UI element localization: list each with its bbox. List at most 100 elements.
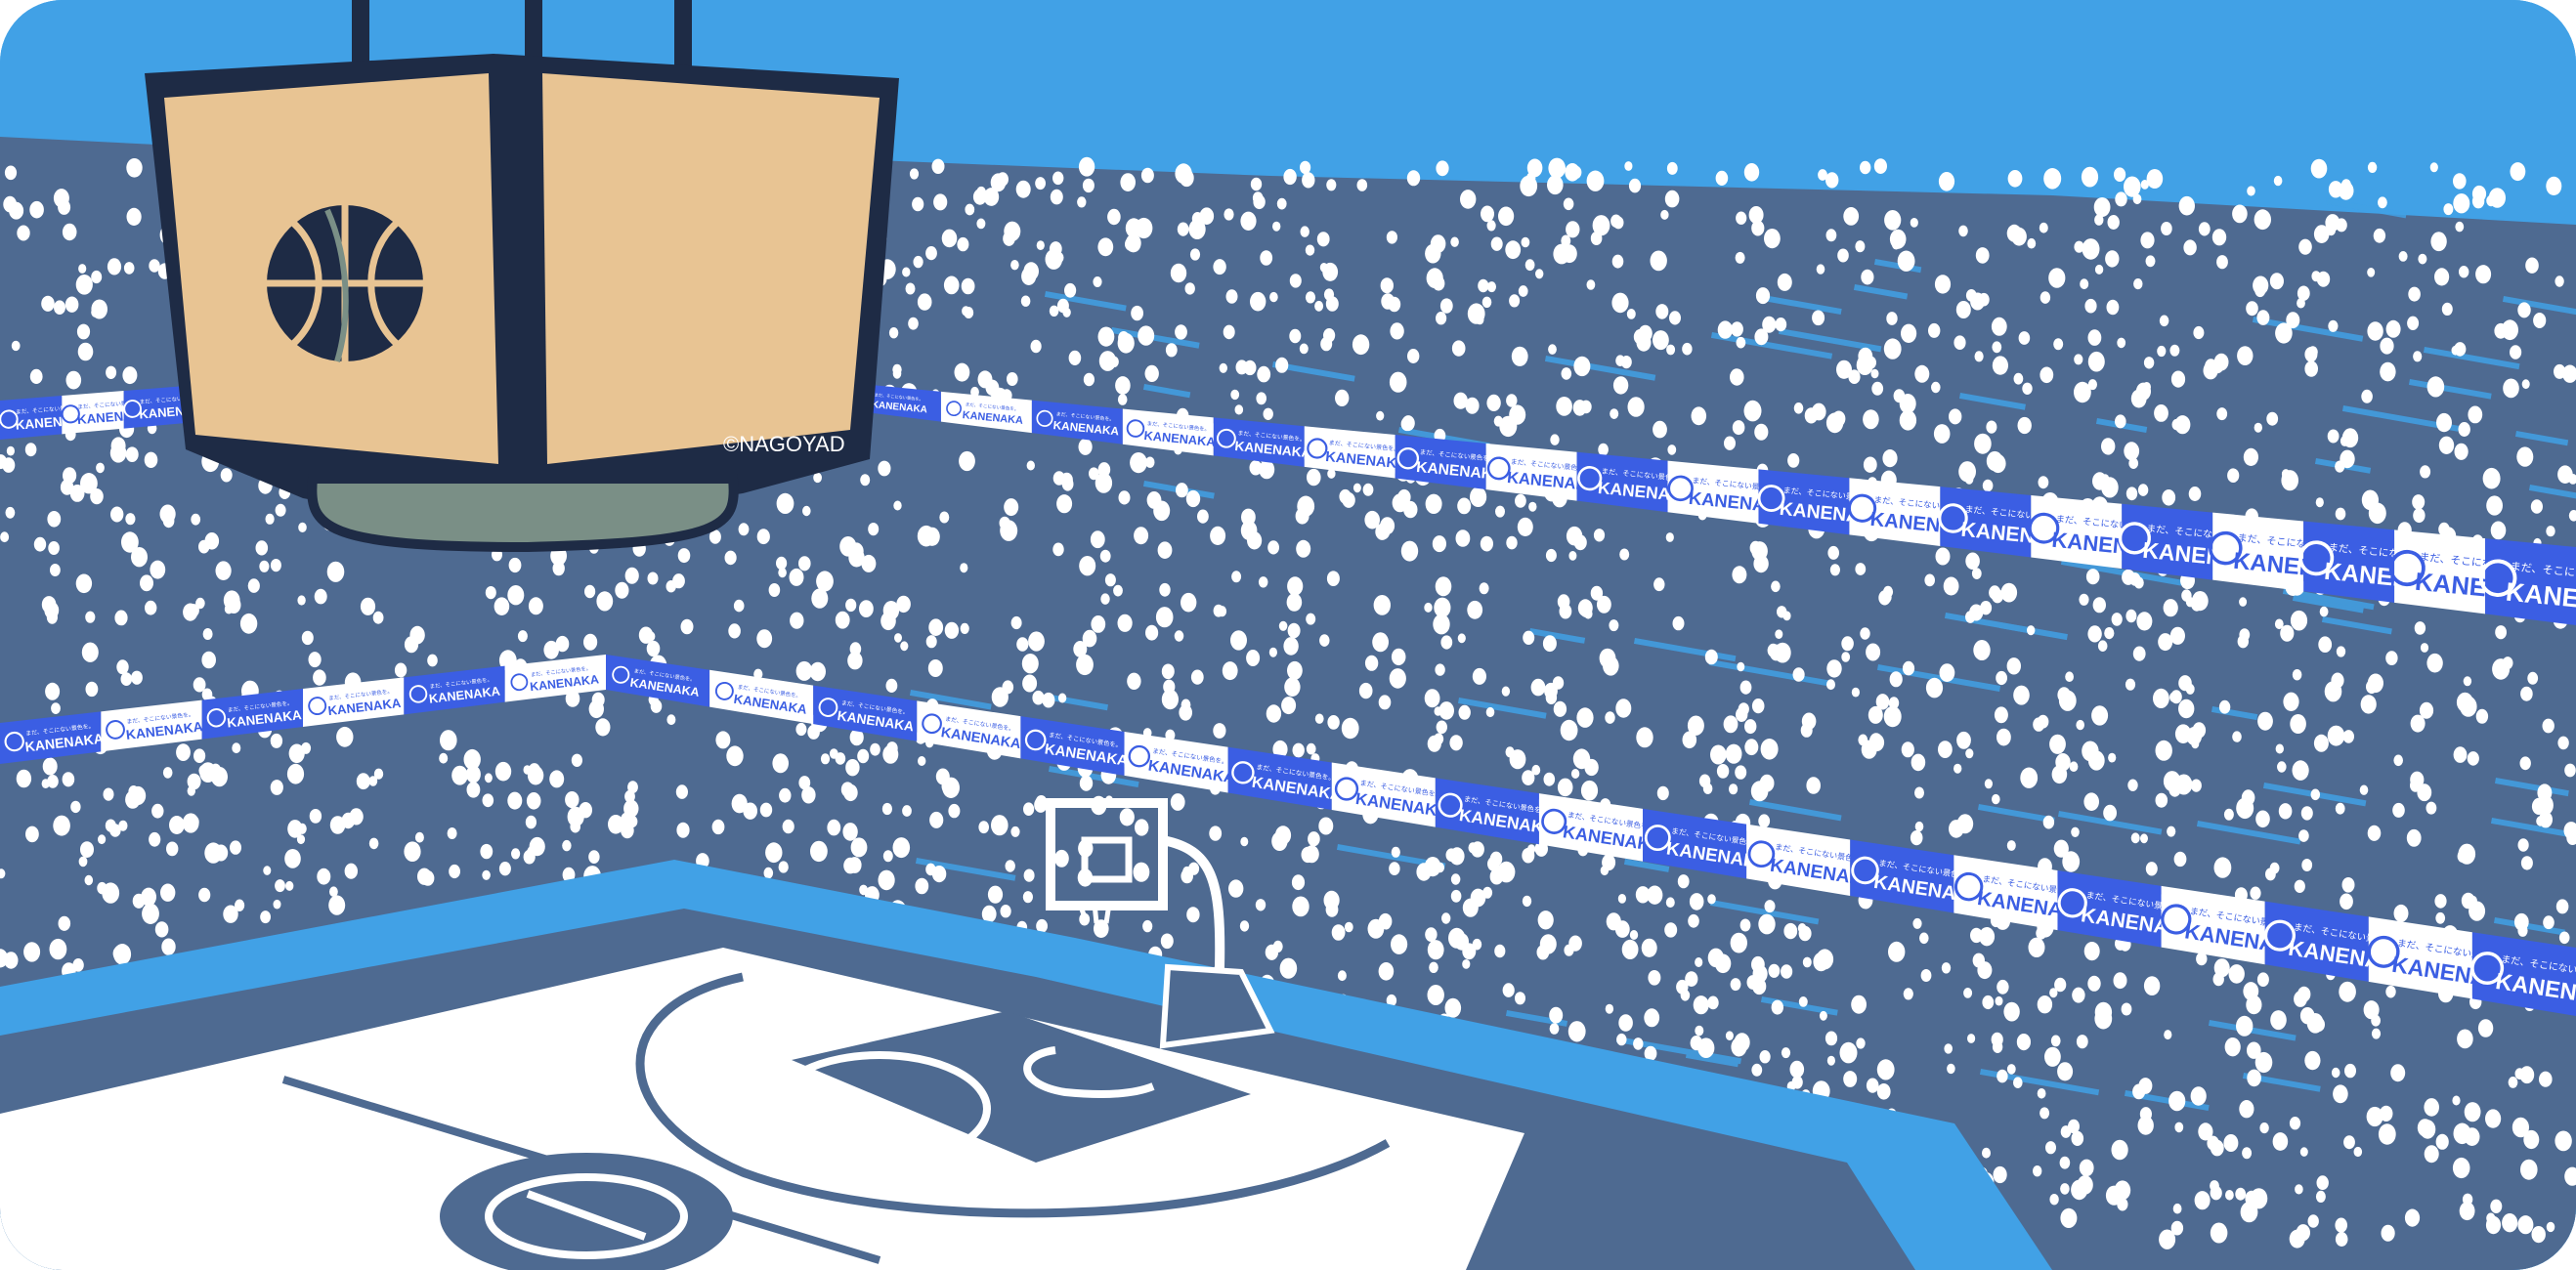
crowd-dot: [404, 841, 421, 862]
crowd-dot: [2239, 597, 2248, 607]
ring-logo-icon: [106, 720, 125, 740]
crowd-dot: [1986, 420, 1997, 434]
crowd-dot: [2084, 298, 2097, 314]
crowd-dot: [1934, 275, 1952, 294]
crowd-dot: [2237, 346, 2254, 365]
crowd-dot: [2385, 319, 2401, 338]
crowd-dot: [1949, 820, 1964, 838]
crowd-dot: [114, 610, 128, 626]
crowd-dot: [1138, 325, 1155, 346]
crowd-dot: [1996, 979, 2009, 995]
crowd-dot: [2192, 722, 2207, 739]
crowd-dot: [2419, 701, 2434, 719]
crowd-dot: [270, 733, 283, 748]
crowd-dot: [1246, 650, 1261, 666]
crowd-dot: [1125, 233, 1141, 253]
crowd-dot: [1969, 604, 1984, 621]
crowd-dot: [2373, 228, 2386, 243]
crowd-dot: [195, 597, 205, 610]
ring-logo-icon: [510, 673, 529, 692]
aisle-stripe: [2528, 485, 2576, 510]
crowd-dot: [2454, 342, 2467, 357]
crowd-dot: [2039, 222, 2048, 233]
crowd-dot: [98, 834, 107, 845]
crowd-dot: [176, 743, 191, 761]
crowd-dot: [2485, 1109, 2502, 1128]
crowd-dot: [1914, 364, 1930, 383]
crowd-dot: [1301, 846, 1315, 864]
crowd-dot: [1034, 796, 1048, 813]
crowd-dot: [1323, 890, 1340, 910]
crowd-dot: [2105, 250, 2120, 268]
crowd-dot: [931, 158, 945, 174]
crowd-dot: [2410, 714, 2426, 733]
crowd-dot: [827, 819, 841, 836]
crowd-dot: [902, 267, 911, 277]
ring-logo-icon: [1126, 419, 1145, 438]
crowd-dot: [1107, 208, 1121, 226]
crowd-dot: [1653, 577, 1665, 592]
crowd-dot: [2087, 379, 2097, 391]
crowd-dot: [2310, 788, 2321, 801]
crowd-dot: [2132, 646, 2146, 661]
crowd-dot: [1521, 236, 1530, 248]
crowd-dot: [140, 574, 153, 592]
crowd-dot: [2381, 1224, 2395, 1242]
crowd-dot: [2211, 359, 2224, 374]
three-point-arc: [635, 972, 1391, 1218]
crowd-dot: [232, 742, 241, 754]
crowd-dot: [1576, 707, 1594, 728]
crowd-dot: [2059, 1156, 2071, 1169]
crowd-dot: [1219, 362, 1228, 373]
crowd-dot: [1438, 701, 1454, 720]
crowd-dot: [1965, 748, 1974, 759]
crowd-dot: [1078, 156, 1095, 177]
crowd-dot: [1664, 922, 1678, 938]
crowd-dot: [2080, 278, 2089, 290]
crowd-dot: [2133, 278, 2143, 290]
crowd-dot: [309, 809, 322, 824]
crowd-dot: [1319, 634, 1330, 647]
crowd-dot: [881, 802, 893, 816]
crowd-dot: [1094, 919, 1109, 938]
crowd-dot: [2339, 981, 2356, 1002]
crowd-dot: [2531, 1226, 2546, 1244]
crowd-dot: [427, 654, 438, 667]
crowd-dot: [2239, 1100, 2254, 1119]
crowd-dot: [1744, 739, 1759, 756]
crowd-dot: [230, 840, 241, 855]
crowd-dot: [809, 661, 826, 682]
crowd-dot: [2124, 442, 2140, 461]
crowd-dot: [1517, 517, 1533, 537]
crowd-dot: [1537, 910, 1554, 930]
crowd-dot: [1076, 654, 1094, 676]
crowd-dot: [2057, 1062, 2074, 1081]
crowd-dot: [1548, 157, 1566, 179]
crowd-dot: [51, 702, 61, 714]
crowd-dot: [2297, 297, 2305, 309]
crowd-dot: [1731, 321, 1743, 337]
crowd-dot: [2304, 1050, 2321, 1071]
crowd-dot: [275, 503, 286, 517]
crowd-dot: [1175, 324, 1187, 340]
crowd-dot: [2033, 717, 2045, 732]
crowd-dot: [1439, 298, 1453, 314]
crowd-dot: [728, 623, 741, 639]
crowd-dot: [943, 275, 960, 295]
crowd-dot: [1592, 215, 1610, 236]
crowd-dot: [1022, 674, 1038, 693]
crowd-dot: [1677, 874, 1690, 889]
free-throw-circle: [768, 1051, 991, 1166]
crowd-dot: [1563, 197, 1574, 211]
crowd-dot: [1633, 328, 1647, 345]
crowd-dot: [2562, 364, 2576, 383]
crowd-dot: [1914, 786, 1924, 799]
crowd-dot: [2037, 995, 2053, 1014]
crowd-dot: [2121, 1002, 2132, 1016]
crowd-dot: [439, 752, 449, 764]
crowd-dot: [1389, 371, 1407, 393]
crowd-dot: [2361, 489, 2379, 511]
crowd-dot: [1996, 1069, 2008, 1083]
crowd-dot: [308, 652, 322, 668]
